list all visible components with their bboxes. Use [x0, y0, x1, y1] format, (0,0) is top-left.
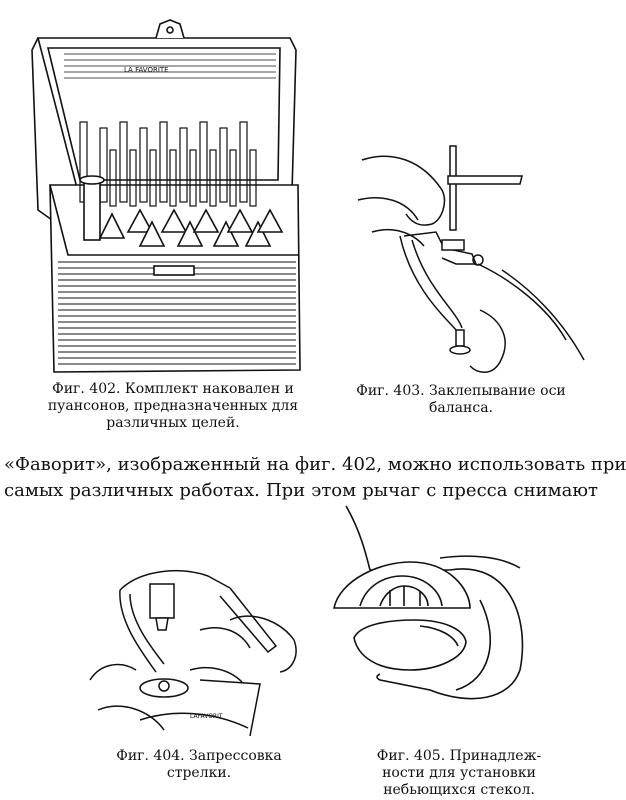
figure-405-glass-accessories [320, 500, 600, 740]
figure-402-box-label: LA FAVORITE [124, 66, 169, 74]
figure-403-caption-line: Фиг. 403. Заклепывание оси [356, 383, 566, 399]
figure-402-anvil-set: LA FAVORITE [28, 10, 318, 380]
figure-405-caption-line: ности для установки [382, 765, 536, 781]
figure-403-caption-line: баланса. [429, 400, 493, 416]
figure-404-pressing-hand: LAFAVORIT [80, 560, 300, 740]
figure-402-caption: Фиг. 402. Комплект наковален и пуансонов… [28, 381, 318, 432]
body-text-line: «Фаворит», изображенный на фиг. 402, мож… [4, 454, 626, 475]
body-text-line: самых различных работах. При этом рычаг … [4, 480, 598, 501]
figure-403-riveting-balance-staff [352, 140, 592, 380]
figure-405-caption-line: небьющихся стекол. [383, 782, 535, 798]
figure-402-caption-line: пуансонов, предназначенных для [47, 398, 299, 414]
figure-404-caption-line: стрелки. [166, 765, 232, 781]
figure-404-tool-label: LAFAVORIT [190, 713, 223, 720]
figure-405-caption: Фиг. 405. Принадлеж- ности для установки… [322, 748, 596, 799]
figure-402-caption-line: различных целей. [106, 415, 240, 431]
figure-403-caption: Фиг. 403. Заклепывание оси баланса. [330, 383, 592, 417]
figure-404-caption: Фиг. 404. Запрессовка стрелки. [94, 748, 304, 782]
figure-404-caption-line: Фиг. 404. Запрессовка [116, 748, 282, 764]
body-paragraph: «Фаворит», изображенный на фиг. 402, мож… [4, 452, 626, 504]
figure-405-caption-line: Фиг. 405. Принадлеж- [376, 748, 542, 764]
figure-402-caption-line: Фиг. 402. Комплект наковален и [52, 381, 294, 397]
